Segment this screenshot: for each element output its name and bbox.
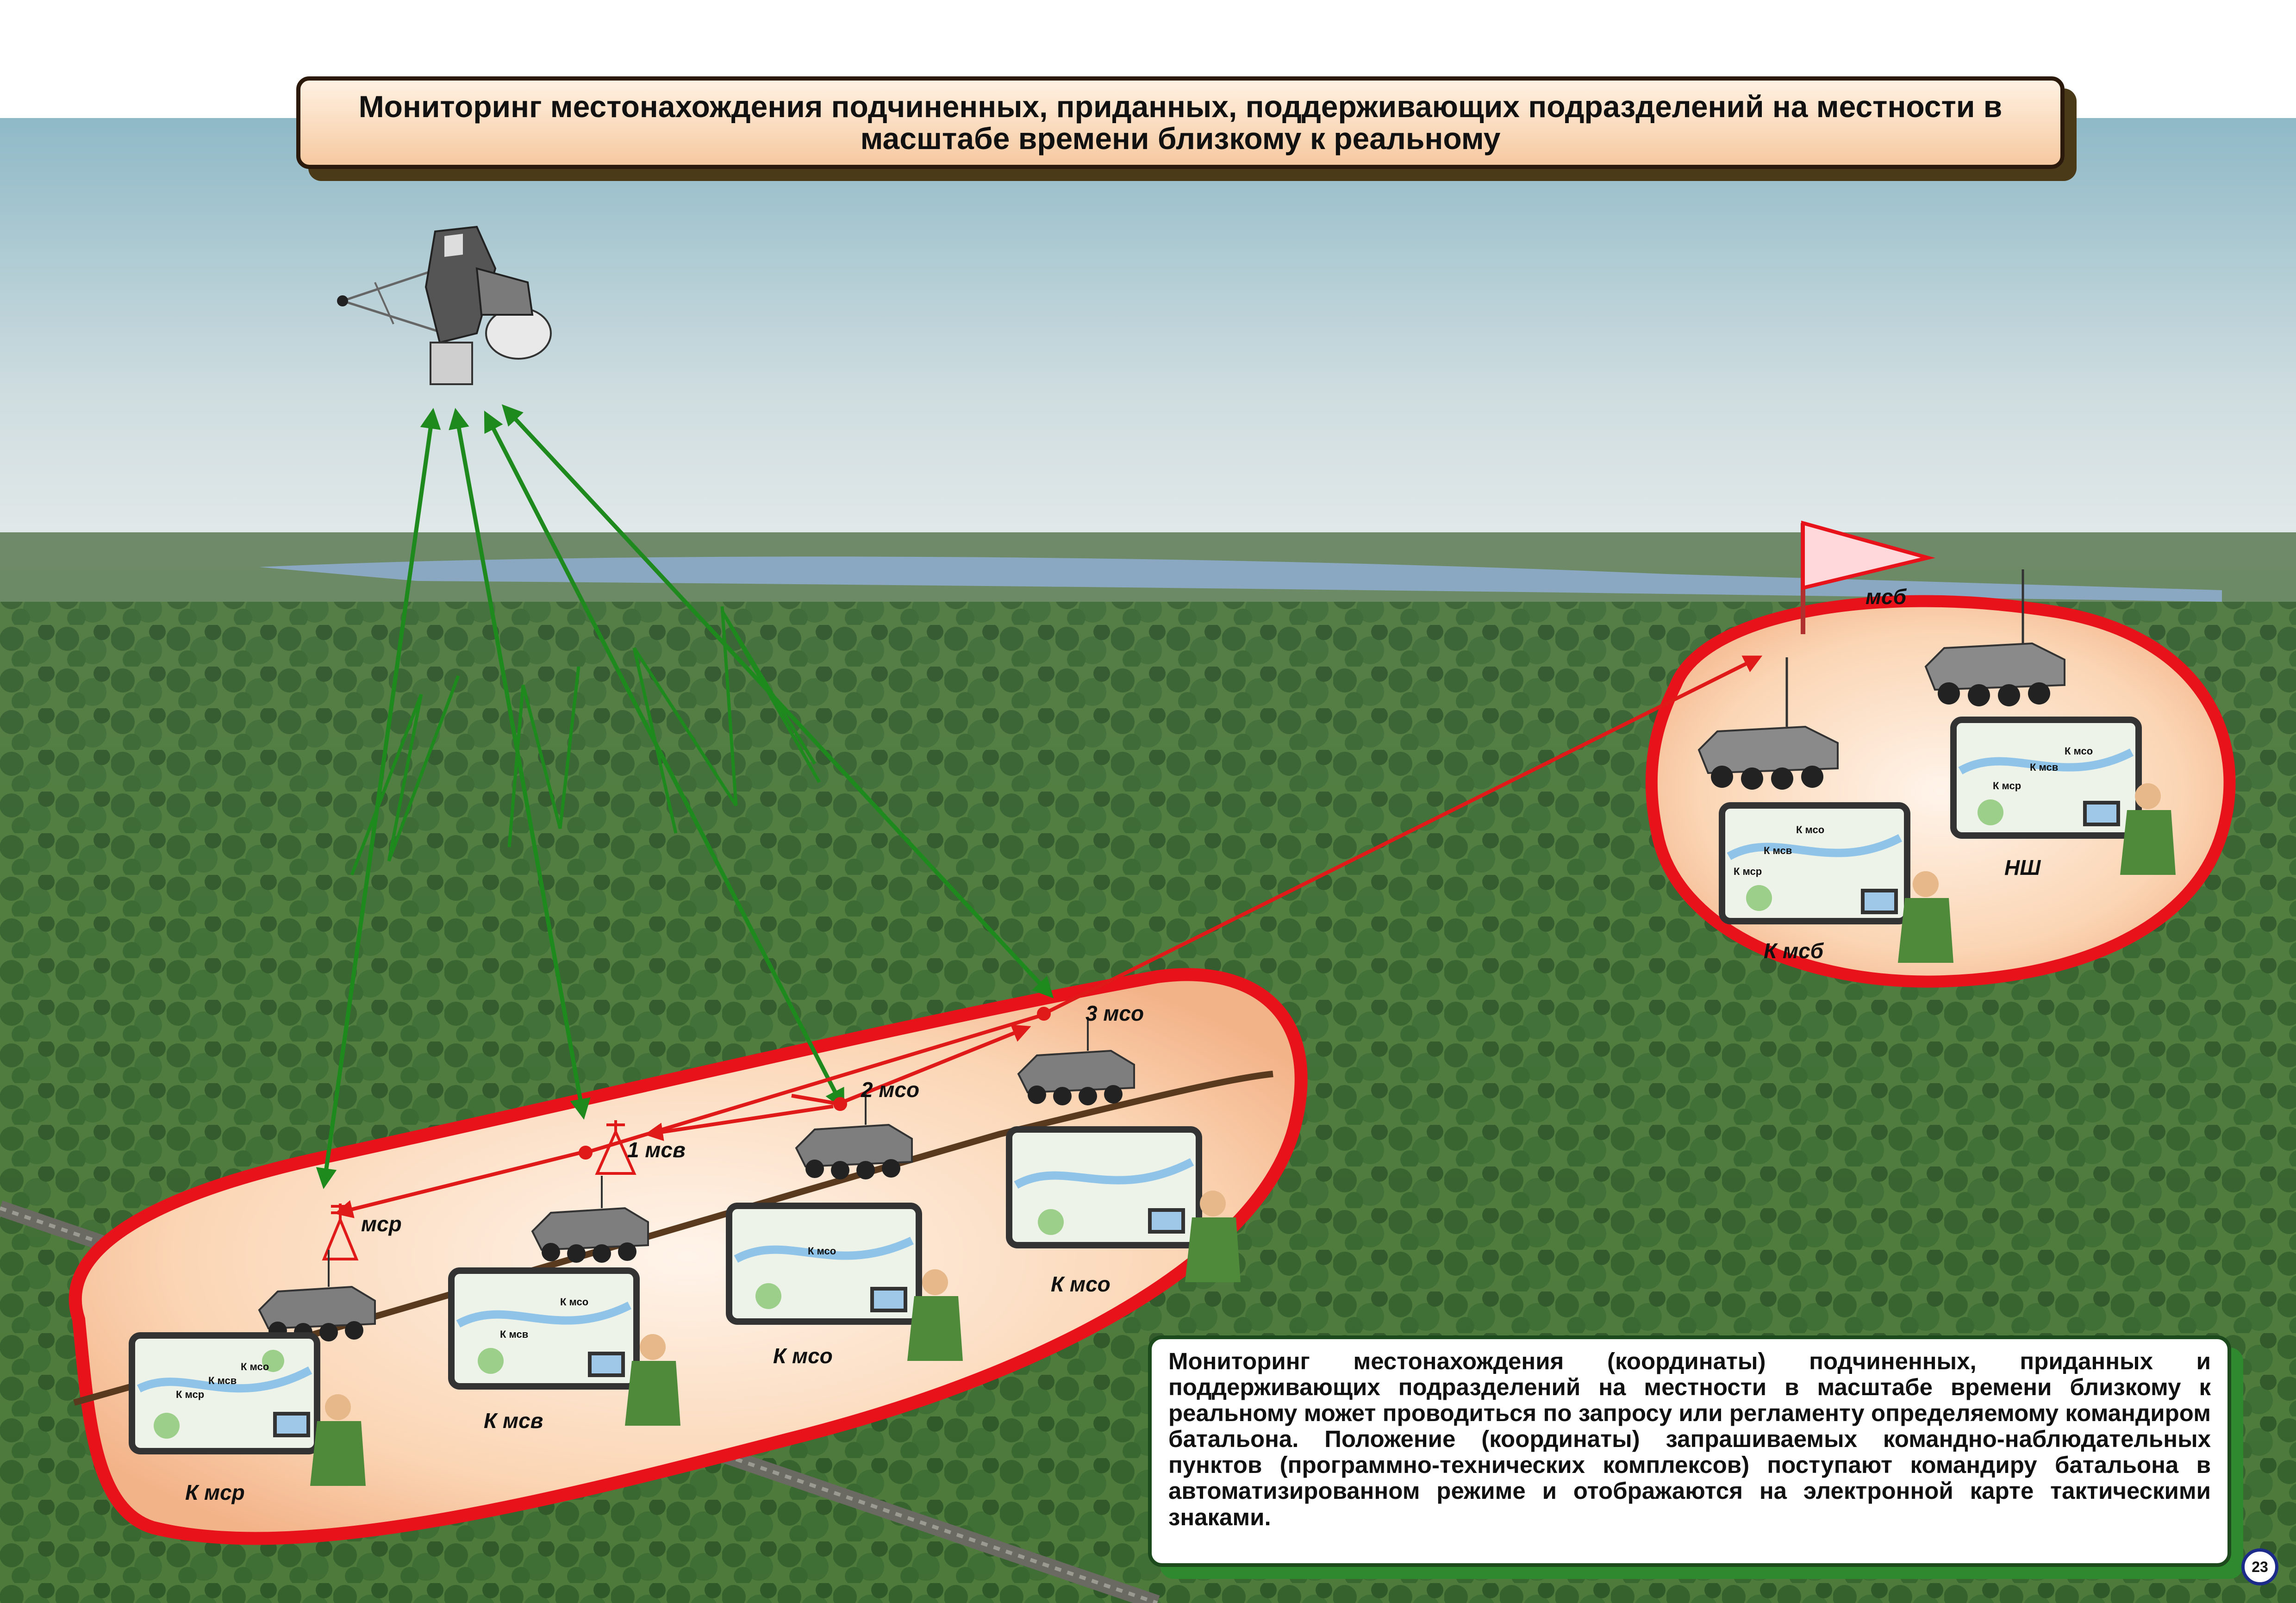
commander-label-k-msr: К мср: [185, 1480, 245, 1504]
screen-label: К мсв: [2030, 761, 2058, 773]
operator-icon: [273, 1394, 366, 1486]
armored-vehicle-icon: [1924, 569, 2065, 706]
screen-label: К мсо: [1796, 824, 1824, 836]
command-post-symbol: [595, 1120, 636, 1175]
screen-label: К мсо: [241, 1361, 269, 1372]
description-text: Мониторинг местонахождения (координаты) …: [1168, 1348, 2211, 1530]
sky: [0, 118, 2296, 581]
operator-icon: [588, 1334, 680, 1426]
satellite-links: [316, 404, 1054, 1189]
armored-vehicle-icon: [795, 1092, 913, 1179]
screen-label: К мср: [1734, 866, 1762, 877]
data-links: [334, 655, 1763, 1218]
map-screen-icon: [129, 1332, 320, 1454]
screen-label: К мсо: [808, 1245, 836, 1257]
armored-vehicle-icon: [1017, 1018, 1135, 1105]
screen-label: К мсв: [500, 1329, 528, 1340]
screen-label: К мср: [1993, 780, 2021, 792]
unit-label-msr: мср: [361, 1212, 402, 1236]
commander-label-k-mso-b: К мсо: [1051, 1272, 1111, 1296]
armored-vehicle-icon: [1697, 657, 1839, 790]
flag-icon: [1801, 520, 1935, 634]
page-number: 23: [2241, 1548, 2278, 1585]
unit-label-2mso: 2 мсо: [861, 1078, 919, 1102]
operator-icon: [870, 1269, 963, 1361]
description-box: Мониторинг местонахождения (координаты) …: [1148, 1335, 2231, 1567]
commander-label-k-mso-a: К мсо: [773, 1344, 833, 1368]
satellite-icon: [337, 225, 552, 385]
page-title: Мониторинг местонахождения подчиненных, …: [358, 89, 2003, 156]
armored-vehicle-icon: [531, 1176, 649, 1263]
screen-label: К мсо: [2065, 745, 2093, 757]
unit-label-1msv: 1 мсв: [627, 1138, 686, 1162]
screen-label: К мср: [176, 1389, 204, 1400]
title-banner: Мониторинг местонахождения подчиненных, …: [296, 76, 2065, 169]
unit-position-dots: [579, 1007, 1051, 1160]
operator-icon: [1861, 871, 1953, 963]
screen-label: К мсо: [560, 1296, 588, 1308]
command-post-symbol: [322, 1204, 359, 1260]
chief-of-staff-label: НШ: [2004, 855, 2041, 879]
unit-label-3mso: 3 мсо: [1086, 1001, 1144, 1025]
commander-label-k-msv: К мсв: [484, 1409, 543, 1433]
flag-label-msb: мсб: [1866, 585, 1907, 609]
operator-icon: [1148, 1191, 1241, 1282]
operator-icon: [2083, 783, 2176, 875]
screen-label: К мсв: [208, 1375, 237, 1386]
screen-label: К мсв: [1764, 845, 1792, 856]
commander-label-k-msb: К мсб: [1764, 939, 1824, 963]
